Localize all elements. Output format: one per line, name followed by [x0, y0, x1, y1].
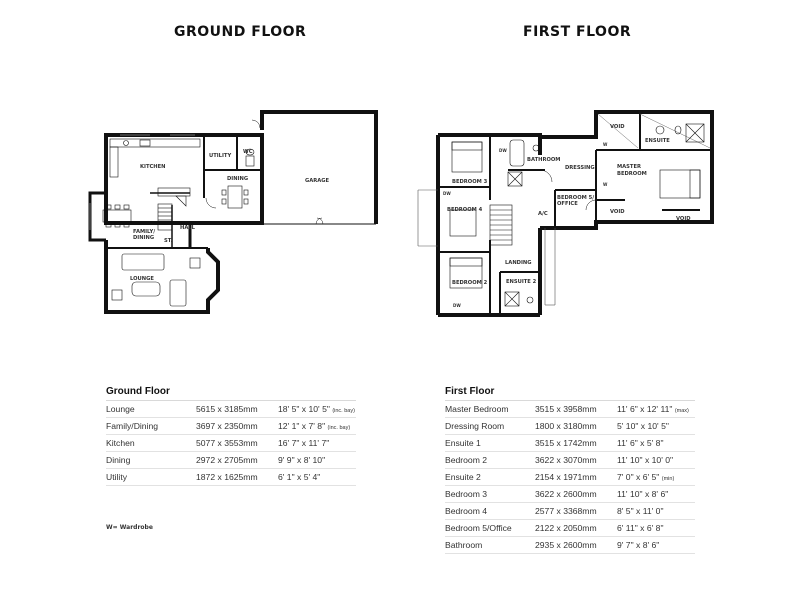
label-ac: A/C — [538, 211, 548, 217]
label-void-top: VOID — [610, 124, 625, 130]
label-master-1: MASTER — [617, 164, 641, 170]
label-wardrobe-b2: DW — [453, 303, 461, 308]
label-master-2: BEDROOM — [617, 171, 647, 177]
label-void-right: VOID — [676, 216, 691, 222]
label-bedroom-4: BEDROOM 4 — [447, 207, 483, 213]
label-family-2: DINING — [133, 235, 154, 241]
schedule-title: Ground Floor — [106, 386, 356, 401]
label-void-mid: VOID — [610, 209, 625, 215]
label-wardrobe-b3: DW — [499, 148, 507, 153]
label-wardrobe-b4: DW — [443, 191, 451, 196]
schedule-title: First Floor — [445, 386, 695, 401]
floor-plans: KITCHEN UTILITY WC DINING GARAGE FAMILY/… — [88, 110, 714, 317]
label-hall: HALL — [180, 225, 196, 231]
label-utility: UTILITY — [209, 153, 231, 159]
label-dining: DINING — [227, 176, 248, 182]
first-floor-title: FIRST FLOOR — [523, 24, 632, 40]
label-landing: LANDING — [505, 260, 532, 266]
label-bedroom-3: BEDROOM 3 — [452, 179, 488, 185]
label-bathroom: BATHROOM — [527, 157, 560, 163]
label-store: ST. — [164, 238, 172, 244]
label-ensuite-2: ENSUITE 2 — [506, 279, 537, 285]
label-wardrobe-m2: W — [603, 182, 608, 187]
label-bedroom-5-2: OFFICE — [557, 201, 578, 207]
label-family-1: FAMILY/ — [133, 229, 155, 235]
label-wc: WC — [243, 149, 253, 155]
label-lounge: LOUNGE — [130, 276, 154, 282]
label-wardrobe-m1: W — [603, 142, 608, 147]
first-floor-plan — [417, 110, 714, 317]
ground-floor-title: GROUND FLOOR — [174, 24, 307, 40]
label-bedroom-2: BEDROOM 2 — [452, 280, 488, 286]
ground-floor-plan — [88, 110, 378, 314]
label-bedroom-5-1: BEDROOM 5/ — [557, 195, 594, 201]
label-ensuite: ENSUITE — [645, 138, 670, 144]
wardrobe-legend: W= Wardrobe — [106, 524, 153, 531]
label-kitchen: KITCHEN — [140, 164, 166, 170]
label-dressing: DRESSING — [565, 165, 595, 171]
label-garage: GARAGE — [305, 178, 330, 184]
